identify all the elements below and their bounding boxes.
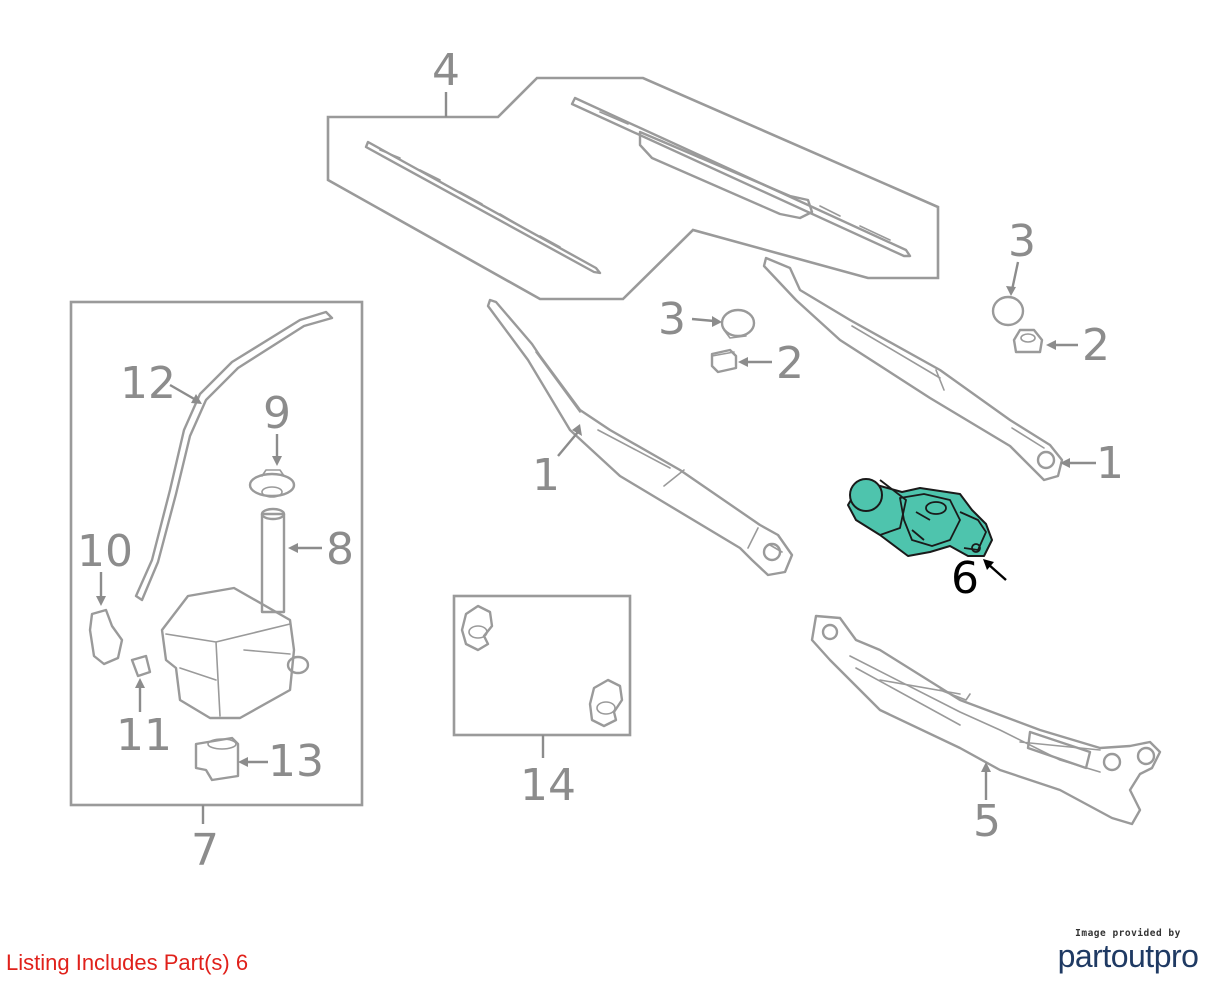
callout-6: 6 (951, 553, 979, 604)
callout-8: 8 (326, 524, 354, 575)
listing-includes-label: Listing Includes Part(s) 6 (6, 950, 249, 975)
callout-1-right: 1 (1096, 438, 1124, 489)
callout-11: 11 (116, 710, 172, 761)
wiper-arm-left (486, 298, 794, 577)
callout-14: 14 (520, 760, 576, 811)
wiper-motor (847, 478, 993, 557)
wiper-arm-right (762, 256, 1064, 482)
wiper-blade-left (364, 140, 602, 275)
partoutpro-logo: partoutpro (1057, 938, 1199, 974)
wiper-blade-group (326, 76, 940, 301)
washer-pump (88, 608, 124, 666)
cap-right (991, 295, 1025, 327)
reservoir-cap (248, 469, 296, 498)
washer-nozzle-2 (588, 678, 624, 728)
blade-group-outline (326, 76, 940, 301)
credit-caption: Image provided by (1075, 928, 1181, 939)
callout-7: 7 (191, 825, 219, 876)
wiper-linkage (810, 614, 1162, 826)
filler-neck (260, 507, 286, 614)
callout-3-right: 3 (1008, 216, 1036, 267)
washer-hose (134, 310, 334, 602)
callout-3-center: 3 (658, 294, 686, 345)
wiper-blade-right (570, 96, 912, 258)
callout-10: 10 (77, 526, 133, 577)
callout-2-center: 2 (776, 338, 804, 389)
reservoir-group-outline (69, 300, 364, 807)
image-credit: Image provided by partoutpro (1040, 928, 1216, 973)
callout-13: 13 (268, 736, 324, 787)
cap-center (720, 308, 756, 339)
callout-12: 12 (120, 358, 176, 409)
nut-right (1012, 328, 1044, 354)
washer-nozzle-1 (460, 604, 494, 652)
washer-reservoir-group: 12 9 8 10 (69, 300, 364, 807)
callout-2-right: 2 (1082, 320, 1110, 371)
callout-5: 5 (973, 796, 1001, 847)
washer-reservoir-tank (160, 586, 310, 720)
callout-9: 9 (263, 388, 291, 439)
pump-grommet (130, 654, 152, 678)
nut-center (710, 348, 738, 374)
washer-nozzle-group (452, 594, 632, 737)
level-sensor (194, 736, 240, 782)
callout-4: 4 (432, 45, 460, 96)
callout-1-left: 1 (532, 450, 560, 501)
